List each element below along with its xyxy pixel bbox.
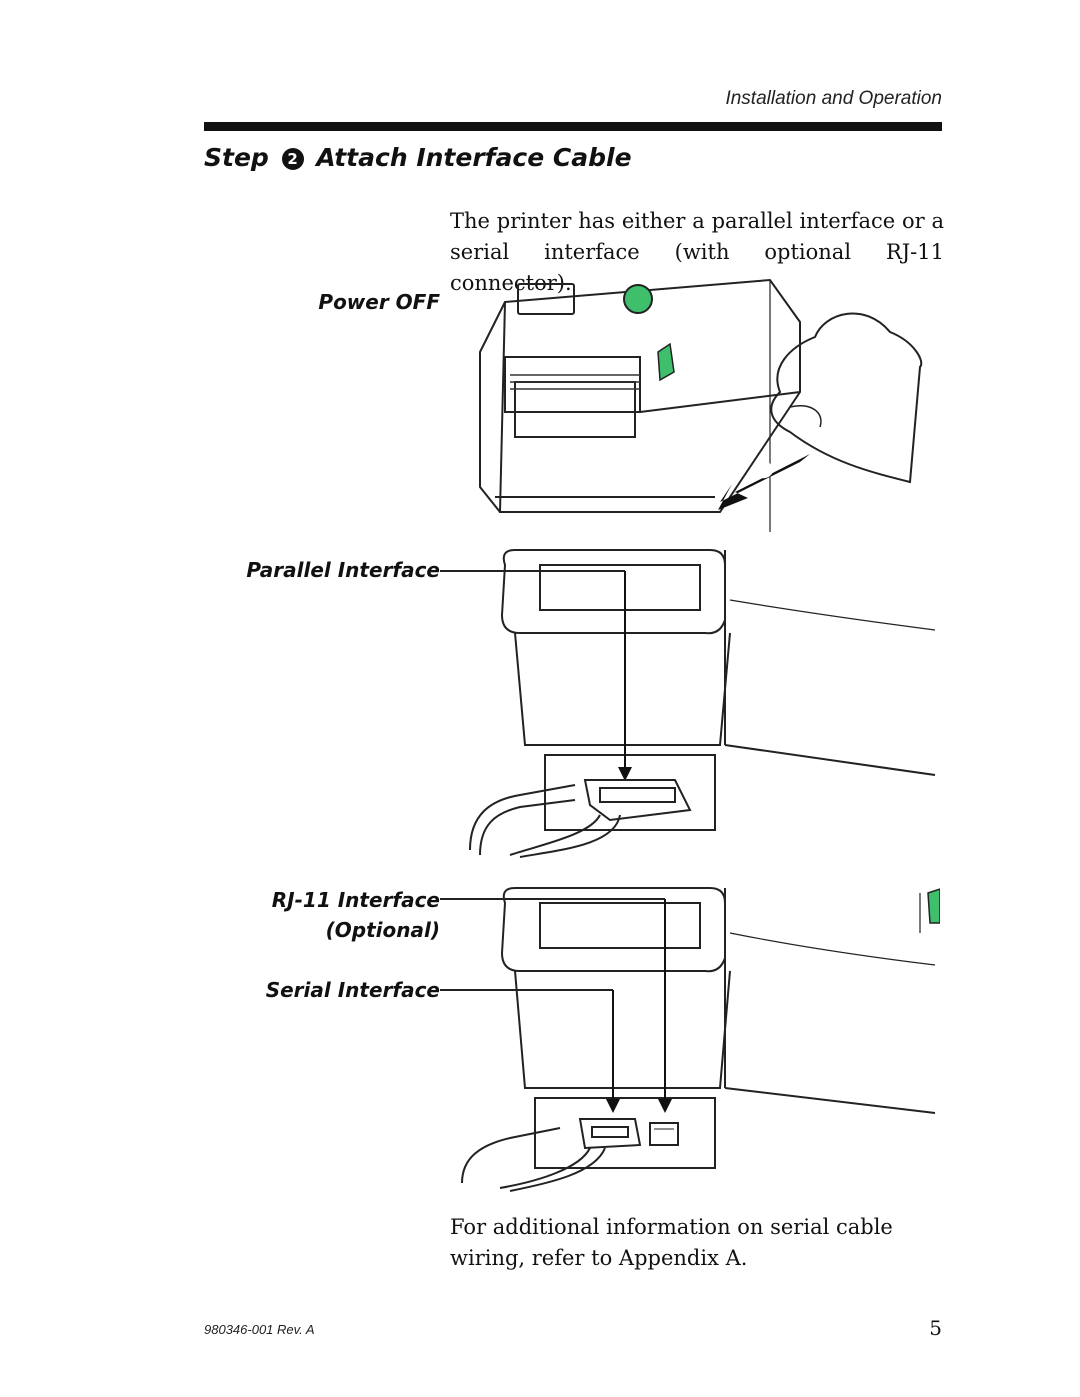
step-title: Attach Interface Cable <box>316 143 632 172</box>
hand-icon <box>770 312 923 484</box>
off-direction-arrow-icon <box>718 454 810 510</box>
parallel-interface-illustration <box>440 549 936 858</box>
power-off-illustration: O <box>479 278 923 532</box>
serial-cable-icon <box>461 1127 606 1192</box>
label-slot-grille <box>510 374 640 390</box>
rj11-pointer-arrow-icon <box>658 1099 672 1113</box>
connector-panel <box>544 754 716 831</box>
serial-pointer-arrow-icon <box>606 1099 620 1113</box>
parallel-pointer-arrow-icon <box>618 767 632 781</box>
power-off-label: Power OFF <box>318 290 440 314</box>
parallel-interface-label: Parallel Interface <box>246 558 440 582</box>
printer-top-hinge-2 <box>500 887 726 973</box>
rj11-optional-note: (Optional) <box>325 918 440 942</box>
step-number-badge: 2 <box>281 148 304 170</box>
step-prefix: Step <box>204 143 269 172</box>
rj11-jack-icon <box>649 1122 679 1146</box>
rj11-interface-label: RJ-11 Interface <box>271 888 440 912</box>
centronics-connector-icon <box>583 779 692 822</box>
serial-interface-label: Serial Interface <box>265 978 440 1002</box>
document-number: 980346-001 Rev. A <box>204 1322 315 1337</box>
page-number: 5 <box>929 1316 942 1340</box>
power-button-icon <box>623 284 653 314</box>
serial-interface-illustration <box>440 887 940 1192</box>
side-latch-icon <box>657 342 675 382</box>
step-heading: Step 2 Attach Interface Cable <box>204 143 632 172</box>
parallel-cable-icon <box>469 784 621 858</box>
side-latch-icon-2 <box>927 888 940 924</box>
printer-top-hinge <box>500 549 726 635</box>
section-title: Installation and Operation <box>725 88 942 109</box>
closing-paragraph: For additional information on serial cab… <box>450 1215 893 1270</box>
header-rule <box>204 122 942 131</box>
db9-connector-icon <box>578 1118 642 1150</box>
intro-paragraph: The printer has either a parallel interf… <box>450 209 944 295</box>
